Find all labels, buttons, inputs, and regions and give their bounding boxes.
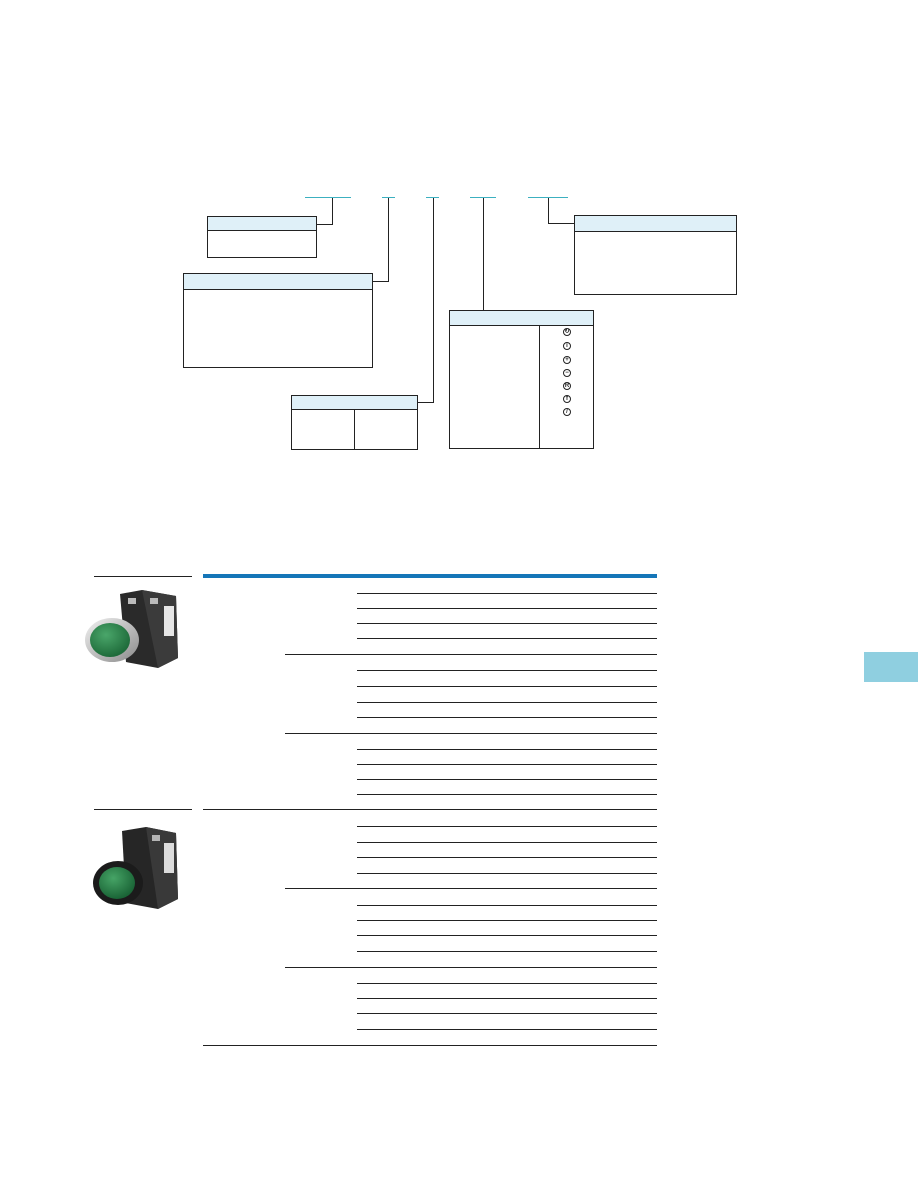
clockwise-arrow-icon: ↻	[563, 328, 571, 336]
table-row	[357, 749, 657, 750]
prohibited-icon: /	[563, 408, 571, 416]
code-box-5-header	[575, 216, 736, 232]
code-segment-4	[470, 197, 496, 198]
code-box-1-header	[208, 217, 316, 231]
table-row	[357, 717, 657, 718]
table-row	[357, 873, 657, 874]
image-column-rule-2	[94, 809, 192, 810]
group-rule	[285, 654, 657, 655]
table-row	[357, 702, 657, 703]
product-image-chrome-pushbutton	[85, 590, 178, 668]
table-row	[357, 670, 657, 671]
table-row	[357, 951, 657, 952]
table-row	[357, 1029, 657, 1030]
group-rule	[285, 733, 657, 734]
f-circle-icon: f	[563, 395, 571, 403]
code-box-3-divider	[354, 409, 355, 450]
table-header-bar	[203, 574, 657, 578]
section-tab	[864, 652, 918, 682]
image-column-rule-1	[94, 576, 192, 577]
code-box-2	[183, 273, 373, 368]
product-image-black-pushbutton	[93, 827, 178, 909]
table-row	[357, 764, 657, 765]
code-box-4-divider	[539, 325, 540, 449]
leader-2-h	[372, 281, 389, 282]
code-box-3-header	[292, 396, 417, 410]
code-segment-1	[305, 197, 351, 198]
table-row	[357, 794, 657, 795]
table-section-divider	[203, 809, 657, 810]
code-box-5	[574, 215, 737, 295]
table-row	[357, 998, 657, 999]
table-row	[357, 983, 657, 984]
table-row	[357, 905, 657, 906]
table-row	[357, 920, 657, 921]
table-row	[357, 638, 657, 639]
leader-3-v	[433, 198, 434, 403]
leader-5-v	[548, 198, 549, 224]
leader-5-h	[548, 223, 575, 224]
code-segment-3	[426, 197, 439, 198]
table-row	[357, 686, 657, 687]
table-row	[357, 935, 657, 936]
table-row	[357, 779, 657, 780]
leader-3-h	[417, 402, 434, 403]
plus-circle-icon: +	[563, 356, 571, 364]
leader-4-v	[483, 198, 484, 311]
leader-1-v	[332, 198, 333, 225]
info-i-icon: i	[563, 342, 571, 350]
code-box-4-header	[450, 311, 593, 326]
leader-1-h	[316, 224, 333, 225]
group-rule	[285, 888, 657, 889]
table-row	[357, 593, 657, 594]
code-box-2-header	[184, 274, 372, 290]
minus-circle-icon: −	[563, 369, 571, 377]
table-row	[357, 623, 657, 624]
r-circle-icon: R	[563, 382, 571, 390]
table-bottom-rule	[203, 1045, 657, 1046]
table-row	[357, 608, 657, 609]
table-row	[357, 1013, 657, 1014]
table-row	[357, 857, 657, 858]
code-segment-2	[382, 197, 395, 198]
code-segment-5	[528, 197, 568, 198]
group-rule	[285, 967, 657, 968]
code-box-1	[207, 216, 317, 258]
code-box-4	[449, 310, 594, 449]
table-row	[357, 842, 657, 843]
table-row	[357, 826, 657, 827]
code-box-3	[291, 395, 418, 450]
leader-2-v	[388, 198, 389, 282]
